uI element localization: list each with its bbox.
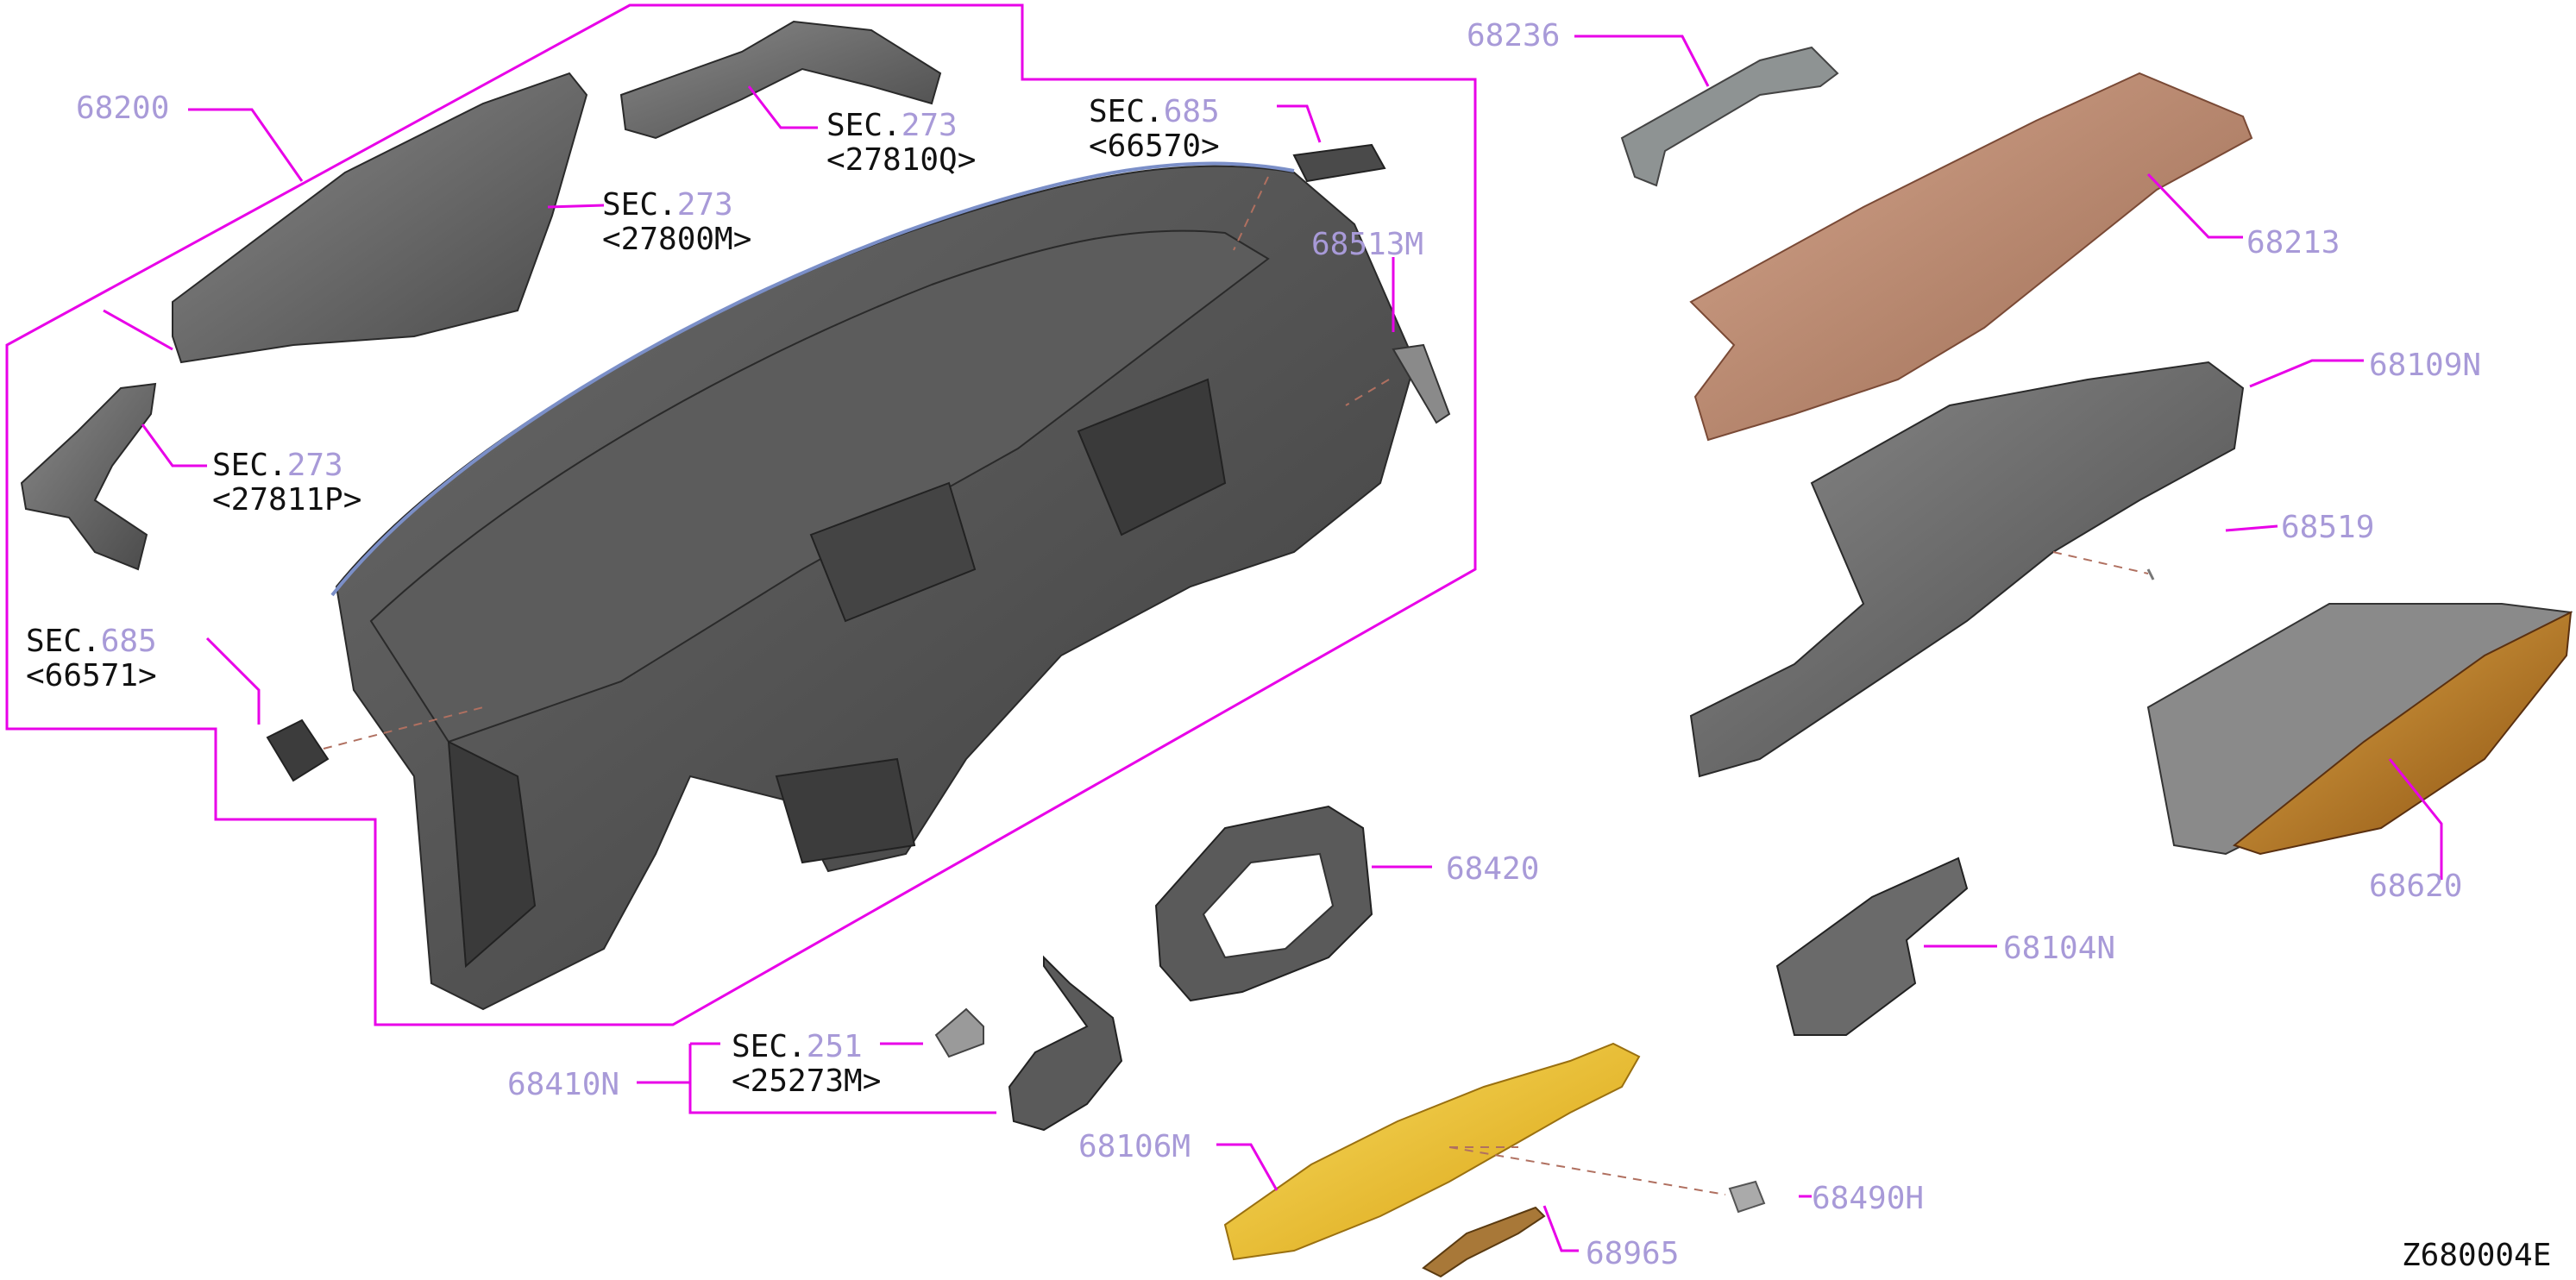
sec-prefix: SEC.: [212, 448, 287, 483]
label-68490h: 68490H: [1812, 1181, 1925, 1216]
part-68519: [2146, 568, 2155, 580]
part-68106m: [1223, 1042, 1641, 1261]
sec-num: 273: [901, 108, 958, 143]
group-outline: [5, 3, 1477, 1026]
sec-ref-27810q: SEC.273 <27810Q>: [826, 109, 976, 178]
part-68236: [1620, 46, 1839, 187]
sec-prefix: SEC.: [732, 1029, 807, 1064]
sec-num: 273: [286, 448, 343, 483]
label-68106m: 68106M: [1078, 1129, 1191, 1164]
diagram-code: Z680004E: [2402, 1238, 2552, 1273]
vent-66571: [266, 718, 330, 782]
part-68490h: [1728, 1180, 1766, 1214]
sec-ref-66570: SEC.685 <66570>: [1089, 95, 1220, 164]
sec-code: <66570>: [1089, 129, 1220, 164]
sec-ref-66571: SEC.685 <66571>: [26, 624, 157, 693]
sec-code: <66571>: [26, 658, 157, 693]
label-68109n: 68109N: [2369, 348, 2482, 383]
part-68620-lid: [2232, 611, 2573, 856]
duct-27810q: [619, 20, 942, 140]
sec-ref-27811p: SEC.273 <27811P>: [212, 449, 361, 518]
part-68410n: [1008, 955, 1123, 1132]
label-68513m: 68513M: [1311, 227, 1424, 262]
label-68519: 68519: [2281, 510, 2375, 545]
label-68965: 68965: [1586, 1236, 1680, 1271]
part-25273m: [934, 1007, 984, 1058]
sec-prefix: SEC.: [1089, 94, 1164, 129]
duct-27811p: [20, 382, 157, 571]
part-68513m: [1392, 343, 1451, 424]
sec-code: <27811P>: [212, 482, 362, 518]
part-68109n: [1689, 361, 2245, 778]
sec-num: 273: [676, 187, 733, 223]
duct-68200: [172, 72, 588, 364]
label-68620: 68620: [2369, 869, 2463, 904]
vent-66570: [1292, 143, 1386, 183]
sec-code: <25273M>: [732, 1064, 882, 1099]
sec-num: 685: [1163, 94, 1220, 129]
sec-code: <27810Q>: [826, 142, 977, 178]
part-68420-opening: [1202, 852, 1335, 959]
dashed-leaders: [323, 176, 2149, 1195]
sec-ref-25273m: SEC.251 <25273M>: [732, 1030, 881, 1099]
leader-lines: [103, 35, 2443, 1252]
label-68213: 68213: [2246, 225, 2340, 260]
part-68965: [1422, 1206, 1546, 1278]
sec-prefix: SEC.: [826, 108, 902, 143]
label-68410n: 68410N: [507, 1067, 620, 1102]
label-68236: 68236: [1467, 18, 1561, 53]
part-68104n: [1775, 856, 1969, 1036]
part-68213: [1689, 72, 2253, 442]
sec-prefix: SEC.: [26, 624, 101, 659]
label-68420: 68420: [1446, 851, 1540, 887]
sec-ref-27800m: SEC.273 <27800M>: [602, 188, 751, 257]
sec-num: 685: [100, 624, 157, 659]
sec-code: <27800M>: [602, 222, 752, 257]
sec-prefix: SEC.: [602, 187, 677, 223]
label-68200: 68200: [76, 91, 170, 126]
label-68104n: 68104N: [2003, 931, 2116, 966]
sec-num: 251: [806, 1029, 863, 1064]
dashboard-panel: [330, 161, 1417, 1011]
